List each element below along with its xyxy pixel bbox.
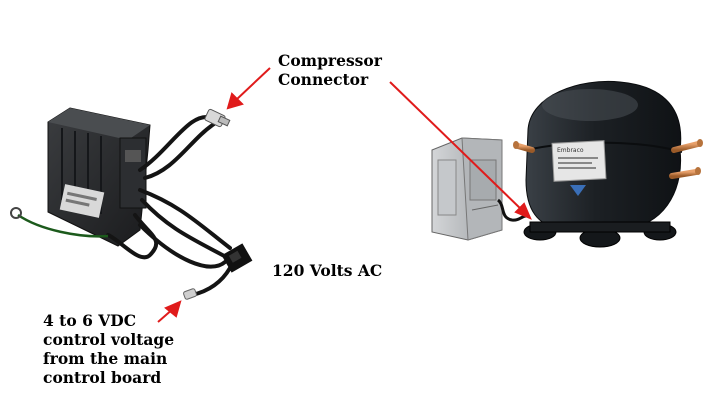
- compressor-connector-label: Compressor Connector: [278, 51, 382, 89]
- terminal-cable: [496, 198, 529, 222]
- control-voltage-line-4: control board: [43, 368, 162, 387]
- arrow-to-module-plug: [226, 67, 271, 110]
- nameplate-brand: Embraco: [557, 147, 584, 154]
- annotation-arrows: [157, 67, 532, 323]
- compressor-feet: [523, 221, 677, 248]
- control-voltage-line-1: 4 to 6 VDC: [43, 311, 137, 330]
- compressor-assembly: Embraco: [431, 80, 703, 248]
- dc-control-connector: [183, 288, 197, 300]
- inverter-control-module: [10, 107, 253, 300]
- compressor-plug: [204, 108, 231, 128]
- compressor-connector-line-1: Compressor: [278, 51, 382, 70]
- arrow-to-dc-connector: [157, 300, 182, 323]
- control-voltage-line-3: from the main: [43, 349, 168, 368]
- terminal-box: [431, 137, 503, 241]
- ground-wire: [17, 213, 109, 238]
- copper-tubes: [515, 141, 701, 179]
- arrow-to-compressor-terminal: [389, 81, 532, 220]
- compressor-badge: [570, 185, 586, 196]
- compressor-nameplate: Embraco: [551, 140, 607, 182]
- module-side-connector: [119, 137, 147, 209]
- ac-power-connector: [221, 243, 253, 273]
- ac-input-label: 120 Volts AC: [272, 261, 383, 280]
- control-voltage-line-2: control voltage: [43, 330, 175, 349]
- ground-ring-terminal: [10, 207, 22, 219]
- module-top-face: [48, 108, 150, 140]
- control-voltage-label: 4 to 6 VDC control voltage from the main…: [43, 311, 174, 387]
- compressor-connector-line-2: Connector: [278, 70, 369, 89]
